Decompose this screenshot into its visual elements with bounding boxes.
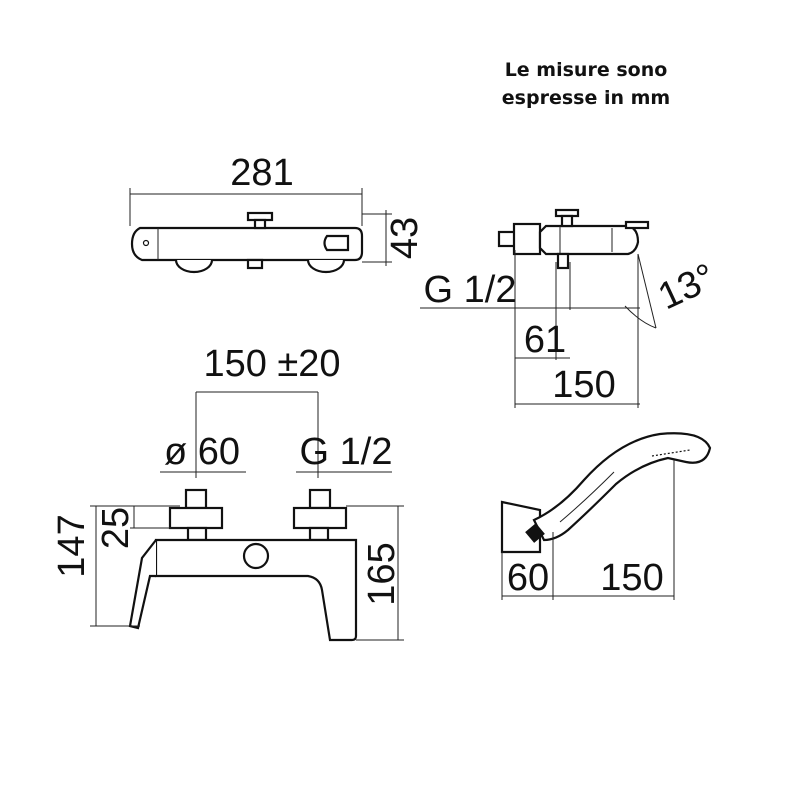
top-view-wheel-right [306,259,346,274]
dim-25-label: 25 [95,507,137,549]
units-note-line-2: espresse in mm [501,87,671,109]
angle-13-label: 13° [652,256,722,318]
dim-centers-label: 150 ±20 [203,343,340,385]
side-view-body [538,224,640,256]
shower-nozzles [651,449,691,457]
front-view-body [154,538,358,642]
front-connector-right-base [308,526,330,542]
front-connector-left-base [186,526,208,542]
dim-147-label: 147 [51,514,93,577]
dim-front-thread-label: G 1/2 [300,431,393,473]
side-view: G 1/2 61 150 13° [420,208,722,408]
side-view-top-cover [624,220,650,230]
side-thread-label: G 1/2 [424,269,517,311]
side-view-connector [512,222,542,256]
units-note: Le misure sono espresse in mm [466,56,706,112]
front-connector-right-nut [292,506,348,530]
shower-wall-bracket [500,500,542,554]
dim-shower-60-label: 60 [507,557,549,599]
dim-diameter-label: ø 60 [164,431,240,473]
dim-165-label: 165 [361,542,403,605]
shower-hose-connector [525,523,545,543]
dim-shower-150-label: 150 [600,557,663,599]
front-connector-left-nut [168,506,224,530]
dim-61-label: 61 [524,319,566,361]
front-view-diverter [242,542,270,570]
top-view-body [130,226,364,262]
front-connector-left-stem [184,488,208,510]
shower-handle-inner [559,471,615,523]
units-note-line-1: Le misure sono [504,59,668,81]
top-view-lever-stem [253,218,267,230]
front-view-lever [128,539,157,630]
front-view: 150 ±20 ø 60 G 1/2 147 25 165 [51,343,404,642]
side-view-spout [556,252,570,270]
shower-handle [532,432,712,542]
dim-43-label: 43 [384,217,426,259]
top-view: 281 43 [129,152,426,274]
dim-side-150-label: 150 [552,364,615,406]
side-view-lever-stem [560,214,574,228]
angle-13-arc [624,305,657,329]
top-view-spout [246,258,264,270]
hand-shower-view: 60 150 [500,432,712,600]
side-view-wall-fitting [497,230,517,248]
top-view-wheel-left [174,259,214,274]
top-view-indicator [142,239,150,247]
top-view-diverter [323,234,350,252]
dim-281-label: 281 [230,152,293,194]
angle-13-line [637,253,657,329]
front-connector-right-stem [308,488,332,510]
